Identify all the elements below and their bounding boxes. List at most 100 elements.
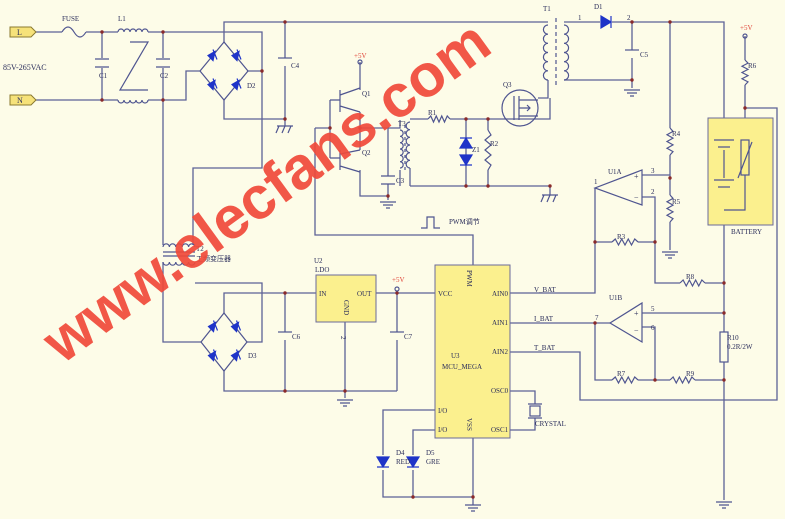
capacitor-c6 [278,332,292,340]
capacitor-c7 [390,332,404,340]
mosfet-q3-symbol [513,96,538,120]
ground-ldo [337,399,353,407]
transformer-t1-primary [542,24,549,81]
svg-text:LDO: LDO [315,266,329,274]
svg-text:PWM: PWM [465,270,473,288]
svg-text:5: 5 [651,305,655,313]
svg-text:R8: R8 [686,273,695,281]
junction-dot [722,311,726,315]
svg-text:Q2: Q2 [362,149,371,157]
junction-dot [283,389,287,393]
svg-text:D5: D5 [426,449,435,457]
junction-dot [395,291,399,295]
led-d4-red [375,456,391,469]
ground-c5 [624,89,640,97]
bridge-rectifier-d2 [199,41,249,101]
resistor-r7 [611,375,639,385]
ground-mcu [465,504,481,512]
svg-text:U1B: U1B [609,294,623,302]
svg-text:V_BAT: V_BAT [534,286,557,294]
svg-text:Q1: Q1 [362,90,371,98]
svg-text:L1: L1 [118,15,126,23]
svg-text:OSC0: OSC0 [491,387,509,395]
port-l-label: L [17,28,22,37]
ground-c3 [380,201,396,209]
fuse-symbol [61,26,87,38]
svg-text:C7: C7 [404,333,413,341]
ground-r10 [716,501,732,509]
svg-text:R9: R9 [686,370,695,378]
port-n[interactable]: N [9,94,37,106]
svg-text:1: 1 [578,14,582,22]
svg-text:D2: D2 [247,82,256,90]
junction-dots [100,20,747,499]
svg-text:+: + [634,172,639,181]
junction-dot [593,321,597,325]
transformer-t2-secondary [162,261,196,266]
junction-dot [630,20,634,24]
svg-text:2: 2 [651,188,655,196]
battery-cells [714,139,734,188]
svg-text:OSC1: OSC1 [491,426,509,434]
junction-dot [358,126,362,130]
junction-dot [283,20,287,24]
svg-text:AIN0: AIN0 [492,290,508,298]
junction-dot [722,378,726,382]
junction-dot [283,291,287,295]
pwm-wave-icon [421,216,440,229]
l1-core-z [118,41,150,91]
svg-text:I/O: I/O [438,426,447,434]
svg-text:T_BAT: T_BAT [534,344,556,352]
zener-z1-bottom [458,154,474,167]
vcc-terminal-q1 [357,59,363,65]
capacitor-c3 [381,175,395,185]
svg-text:OUT: OUT [357,290,372,298]
transformer-t3-secondary [405,121,411,169]
resistor-r4 [665,127,675,156]
opamp-symbols [593,169,643,344]
svg-text:R3: R3 [617,233,626,241]
svg-text:RED: RED [396,458,410,466]
svg-text:C2: C2 [160,72,169,80]
svg-text:MCU_MEGA: MCU_MEGA [442,363,482,371]
junction-dot [260,69,264,73]
inductor-l1-bottom [117,99,149,104]
resistor-r5 [665,194,675,223]
junction-dot [486,117,490,121]
svg-text:D3: D3 [248,352,257,360]
resistor-r2 [484,129,492,171]
junction-dot [668,20,672,24]
zener-z1-top [458,136,474,149]
transformer-t1-secondary [563,24,570,81]
junction-dot [464,184,468,188]
svg-text:U1A: U1A [608,168,622,176]
svg-text:Q3: Q3 [503,81,512,89]
bjt-q1-q2 [330,87,361,173]
junction-dot [328,126,332,130]
port-l[interactable]: L [9,26,37,38]
mcu-u3-body [434,264,511,439]
t2-core [163,251,195,257]
svg-text:C4: C4 [291,62,300,70]
svg-text:D1: D1 [594,3,603,11]
svg-text:+5V: +5V [354,52,367,60]
watermark: www.elecfans.com [29,7,502,376]
svg-text:1: 1 [594,178,598,186]
svg-text:R6: R6 [748,62,757,70]
svg-text:+5V: +5V [740,24,753,32]
svg-text:GRE: GRE [426,458,440,466]
svg-text:7: 7 [595,314,599,322]
bridge-rectifier-d3 [200,312,248,372]
resistor-r3 [611,237,639,247]
capacitor-c5 [625,50,639,58]
led-d5-green [405,456,421,469]
input-voltage-label: 85V-265VAC [3,63,47,72]
svg-text:R4: R4 [672,130,681,138]
junction-dot [464,117,468,121]
svg-text:−: − [634,193,639,202]
svg-text:IN: IN [319,290,326,298]
svg-text:VCC: VCC [438,290,453,298]
svg-text:CRYSTAL: CRYSTAL [535,420,566,428]
vcc-terminal-ldo [394,286,400,292]
